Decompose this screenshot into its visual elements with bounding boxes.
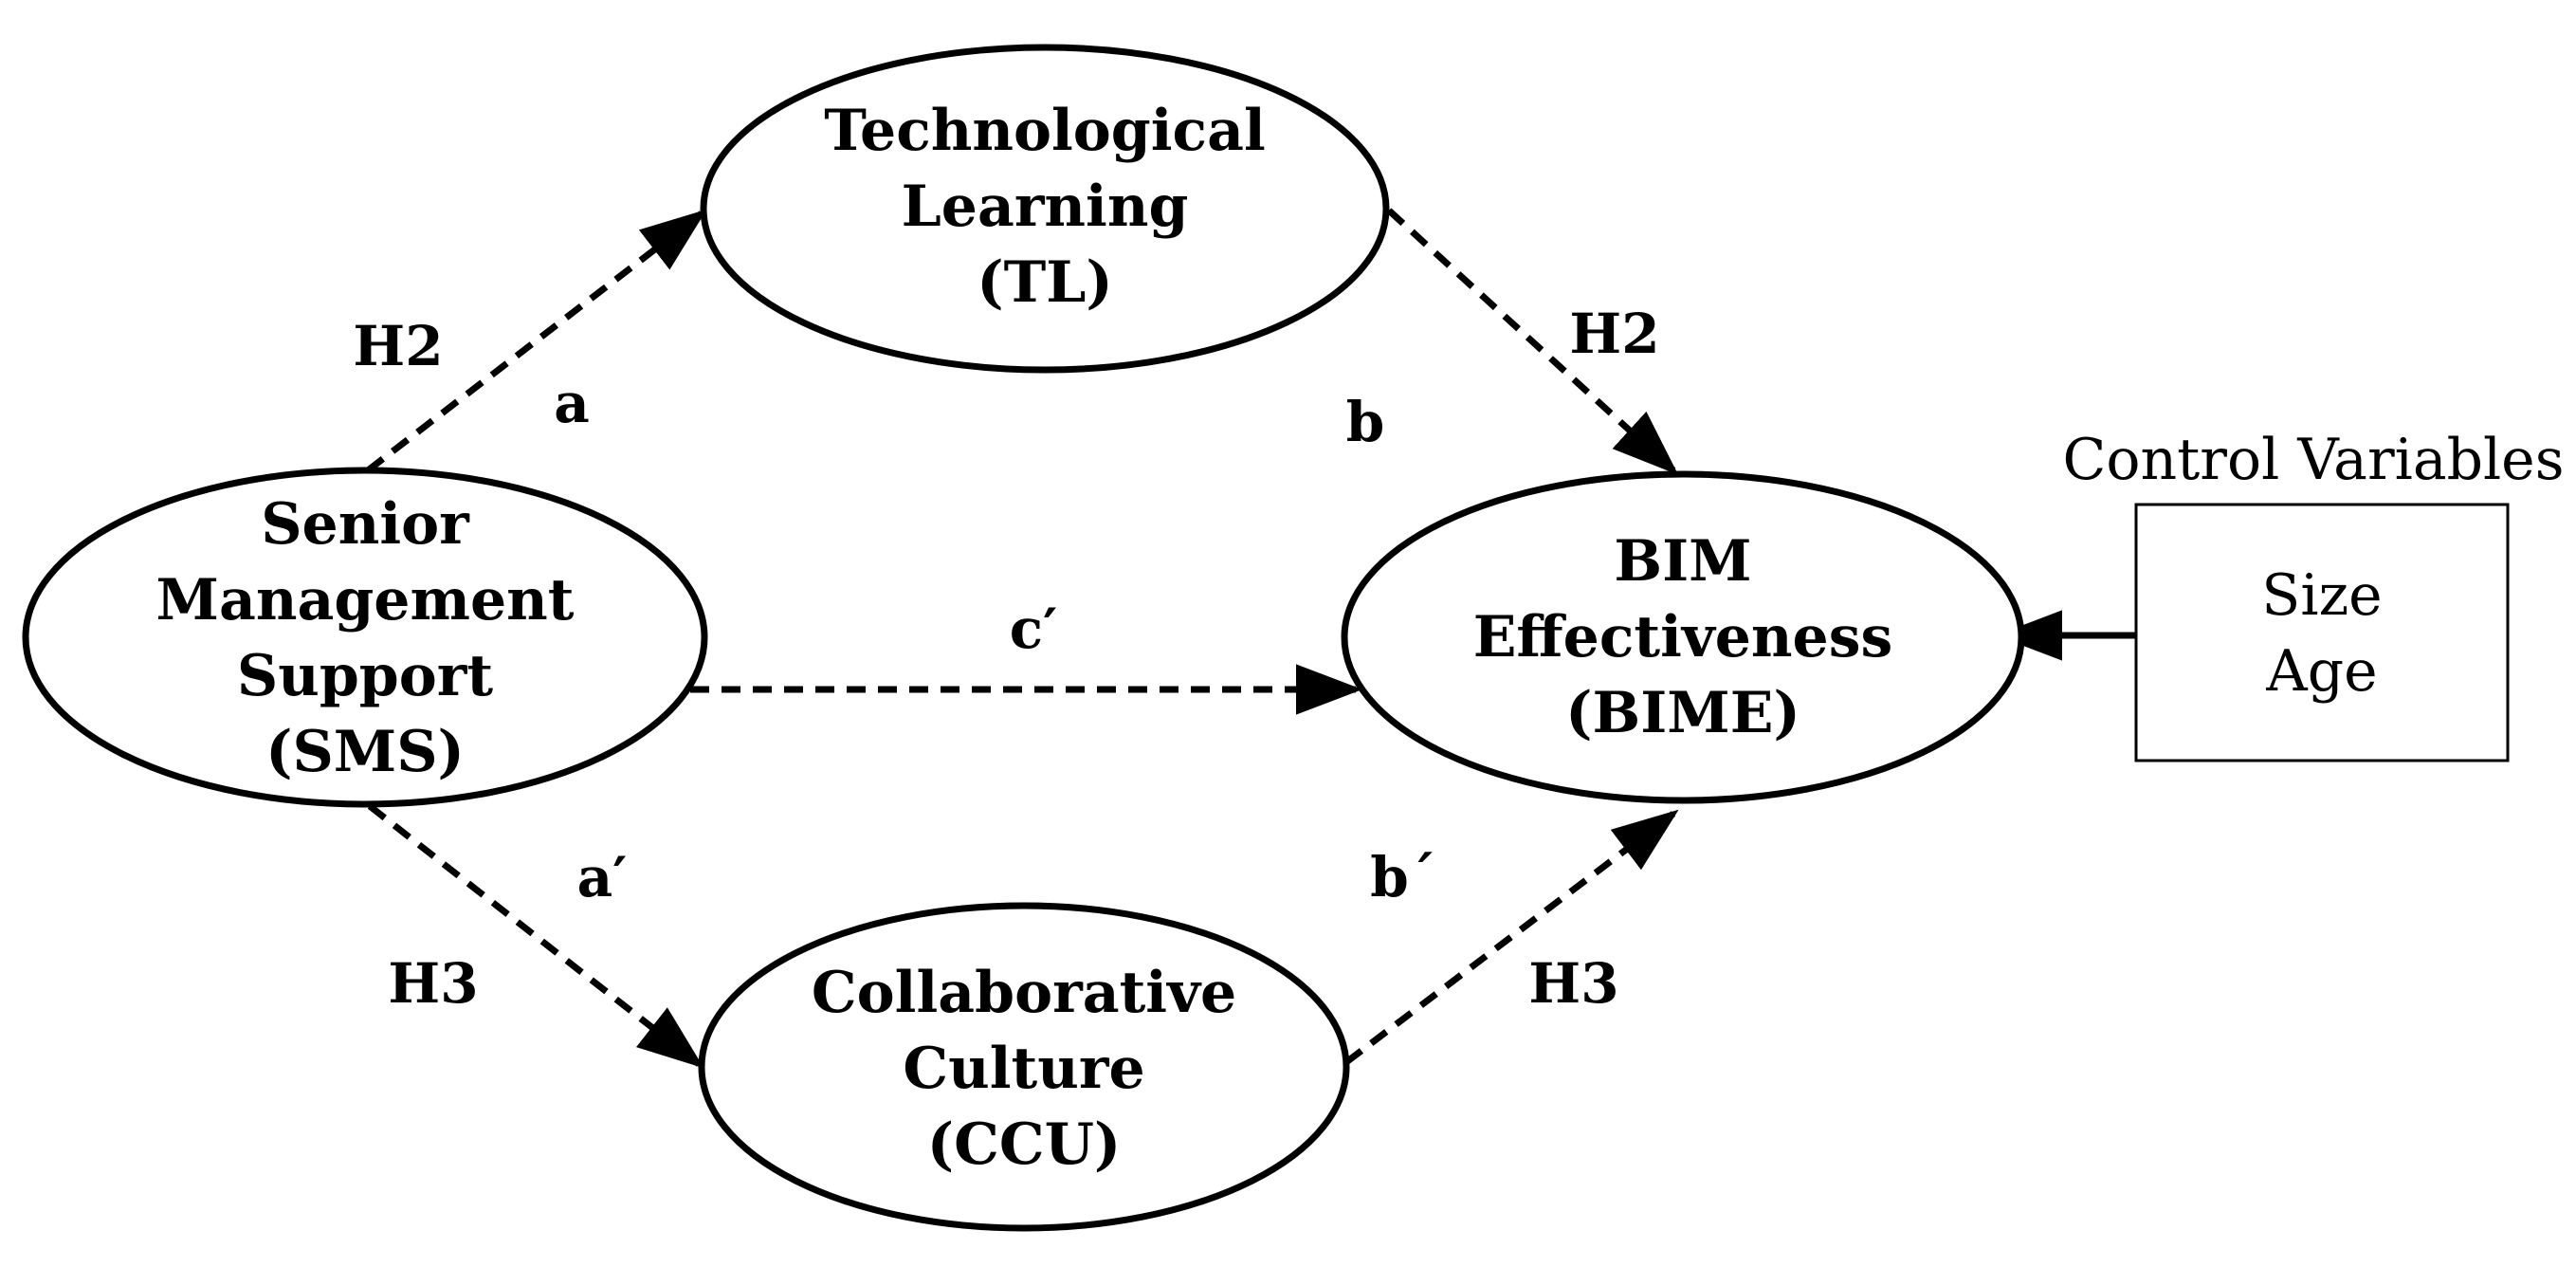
control-variables-title: Control Variables (2063, 427, 2565, 493)
node-senior-management-support: Senior Management Support (SMS) (22, 467, 708, 808)
node-collaborative-culture: Collaborative Culture (CCU) (698, 902, 1350, 1232)
node-technological-learning: Technological Learning (TL) (700, 44, 1390, 374)
node-sms-ellipse (22, 467, 708, 808)
node-ccu-line-2: Culture (903, 1036, 1144, 1102)
node-sms-line-4: (SMS) (265, 719, 465, 785)
node-tl-ellipse (700, 44, 1390, 374)
node-bime-line-2: Effectiveness (1473, 604, 1893, 670)
node-ccu-line-3: (CCU) (927, 1111, 1122, 1178)
hypothesis-label-h3-left: H3 (388, 951, 478, 1016)
control-variable-item-1: Size (2261, 562, 2382, 629)
hypothesis-label-h3-right: H3 (1528, 951, 1618, 1016)
control-variables-group: Control Variables Size Age (2063, 427, 2565, 762)
node-sms-line-1: Senior (261, 491, 470, 558)
node-tl-line-2: Learning (902, 174, 1189, 240)
hypothesis-label-h2-left: H2 (353, 314, 443, 378)
arrow-sms-to-ccu (367, 803, 704, 1069)
node-bime-line-3: (BIME) (1565, 680, 1800, 746)
node-sms-line-2: Management (156, 567, 575, 634)
path-label-b-prime: b´ (1370, 845, 1436, 909)
path-label-a: a (554, 371, 590, 435)
control-variable-item-2: Age (2265, 638, 2377, 705)
node-tl-line-3: (TL) (977, 249, 1113, 316)
path-label-b: b (1346, 390, 1385, 454)
control-variables-box (2134, 503, 2510, 762)
node-ccu-ellipse (698, 902, 1350, 1232)
arrow-sms-to-tl (365, 209, 707, 473)
hypothesis-label-h2-right: H2 (1569, 302, 1659, 366)
node-bime-ellipse (1341, 470, 2025, 804)
node-ccu-line-1: Collaborative (812, 960, 1236, 1026)
node-bime-line-1: BIM (1614, 528, 1751, 595)
node-bim-effectiveness: BIM Effectiveness (BIME) (1341, 470, 2025, 804)
arrow-ccu-to-bime (1343, 809, 1679, 1065)
arrow-tl-to-bime (1386, 208, 1679, 475)
path-label-c-prime: c′ (1010, 597, 1058, 661)
node-sms-line-3: Support (237, 643, 493, 709)
path-label-a-prime: a′ (577, 845, 628, 909)
node-tl-line-1: Technological (824, 98, 1266, 164)
